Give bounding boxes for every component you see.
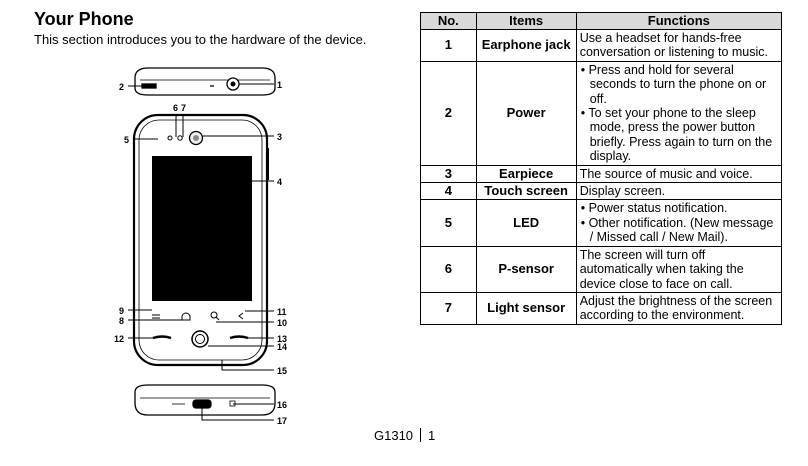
row-item-name: Light sensor [475,291,577,325]
callout-11: 11 [277,307,287,317]
column-header-items: Items [475,12,577,30]
function-text: Display screen. [579,184,666,199]
function-text: Other notification. (New message / Misse… [588,215,774,245]
row-item-name: Earpiece [475,164,577,184]
row-item-name: LED [475,199,577,247]
function-bullet: • Power status notification. [580,201,778,215]
row-functions: The source of music and voice. [575,164,783,184]
callout-labels: 1 2 3 4 5 6 7 8 9 10 11 12 13 14 15 16 1… [114,80,287,426]
page-title: Your Phone [34,9,134,29]
function-bullet: • To set your phone to the sleep mode, p… [580,106,778,164]
footer-divider [420,428,422,442]
table-header-row: No. Items Functions [420,12,783,30]
row-item-name: Touch screen [475,182,577,201]
row-number: 4 [420,182,477,201]
bullet-icon: • [580,62,589,77]
row-functions: • Power status notification.• Other noti… [575,199,783,247]
function-text: Adjust the brightness of the screen acco… [579,293,773,323]
callout-9: 9 [119,306,124,316]
function-bullet: • Other notification. (New message / Mis… [580,216,778,245]
callout-7: 7 [181,103,186,113]
function-text: Press and hold for several seconds to tu… [588,62,767,106]
row-functions: • Press and hold for several seconds to … [575,60,783,166]
row-functions: The screen will turn off automatically w… [575,245,783,293]
function-text: The source of music and voice. [579,166,753,181]
row-item-name: Earphone jack [475,29,577,62]
bullet-icon: • [580,215,589,230]
function-text: Power status notification. [588,201,728,216]
callout-1: 1 [277,80,282,90]
row-item-name: Power [475,60,577,166]
row-number: 3 [420,164,477,184]
row-number: 6 [420,245,477,293]
row-functions: Adjust the brightness of the screen acco… [575,291,783,325]
row-number: 1 [420,29,477,62]
callout-3: 3 [277,132,282,142]
row-number: 2 [420,60,477,166]
intro-text: This section introduces you to the hardw… [34,32,367,47]
phone-bottom-view [134,384,276,416]
callout-2: 2 [119,82,124,92]
row-number: 5 [420,199,477,247]
callout-15: 15 [277,366,287,376]
callout-4: 4 [277,177,282,187]
column-header-no: No. [420,12,477,30]
callout-17: 17 [277,416,287,426]
callout-13: 13 [277,334,287,344]
bullet-icon: • [580,201,589,216]
page-footer: G1310 1 [374,428,435,443]
callout-6: 6 [173,103,178,113]
bullet-icon: • [580,106,589,121]
row-item-name: P-sensor [475,245,577,293]
callout-14: 14 [277,342,287,352]
function-bullet: • Press and hold for several seconds to … [580,63,778,106]
callout-10: 10 [277,318,287,328]
row-functions: Display screen. [575,182,783,201]
callout-12: 12 [114,334,124,344]
page-number: 1 [428,428,436,443]
callout-16: 16 [277,400,287,410]
callout-5: 5 [124,135,129,145]
function-text: To set your phone to the sleep mode, pre… [588,106,773,164]
row-number: 7 [420,291,477,325]
row-functions: Use a headset for hands-free conversatio… [575,29,783,62]
phone-top-view [134,67,276,96]
function-text: The screen will turn off automatically w… [579,247,744,291]
callout-8: 8 [119,316,124,326]
callout-leader-lines [128,83,274,421]
column-header-functions: Functions [575,12,783,30]
model-number: G1310 [374,428,414,443]
function-text: Use a headset for hands-free conversatio… [579,31,768,60]
phone-front-view [132,113,269,367]
